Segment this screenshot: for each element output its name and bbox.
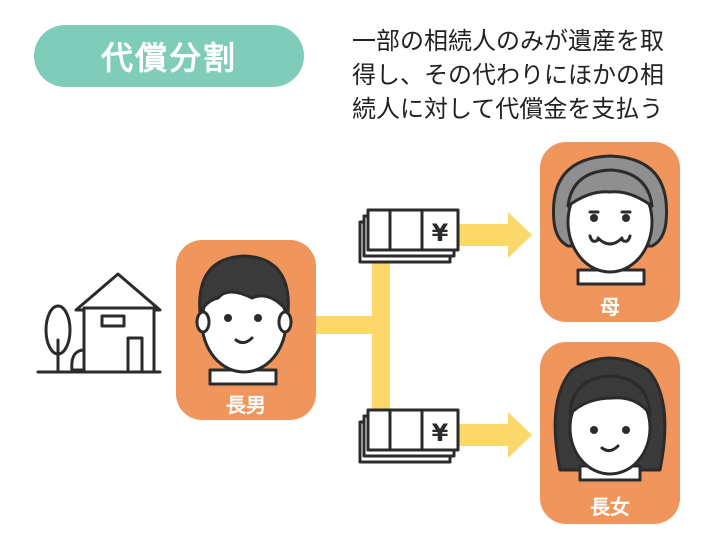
description-line-3: 続人に対して代償金を支払う <box>352 95 664 123</box>
currency-symbol: ¥ <box>432 419 449 447</box>
money-bundle-icon: ¥ <box>358 408 460 464</box>
label-mother: 母 <box>600 295 620 319</box>
title-text: 代償分割 <box>100 39 237 77</box>
arrow-icon <box>458 412 532 458</box>
arrow-icon <box>458 212 532 258</box>
description-line-2: 得し、その代わりにほかの相 <box>352 61 664 89</box>
person-icon <box>551 154 669 286</box>
person-card-mother: 母 <box>540 142 680 322</box>
label-eldest-daughter: 長女 <box>590 495 630 519</box>
person-icon <box>195 254 293 386</box>
description: 一部の相続人のみが遺産を取 得し、その代わりにほかの相 続人に対して代償金を支払… <box>352 24 702 126</box>
person-card-eldest-daughter: 長女 <box>540 342 680 524</box>
person-icon <box>553 356 667 482</box>
house-icon <box>36 272 162 374</box>
label-eldest-son: 長男 <box>226 393 266 417</box>
title-badge: 代償分割 <box>34 25 304 87</box>
money-bundle-icon: ¥ <box>358 208 460 264</box>
person-card-eldest-son: 長男 <box>176 240 316 420</box>
currency-symbol: ¥ <box>432 219 449 247</box>
description-line-1: 一部の相続人のみが遺産を取 <box>352 27 664 55</box>
